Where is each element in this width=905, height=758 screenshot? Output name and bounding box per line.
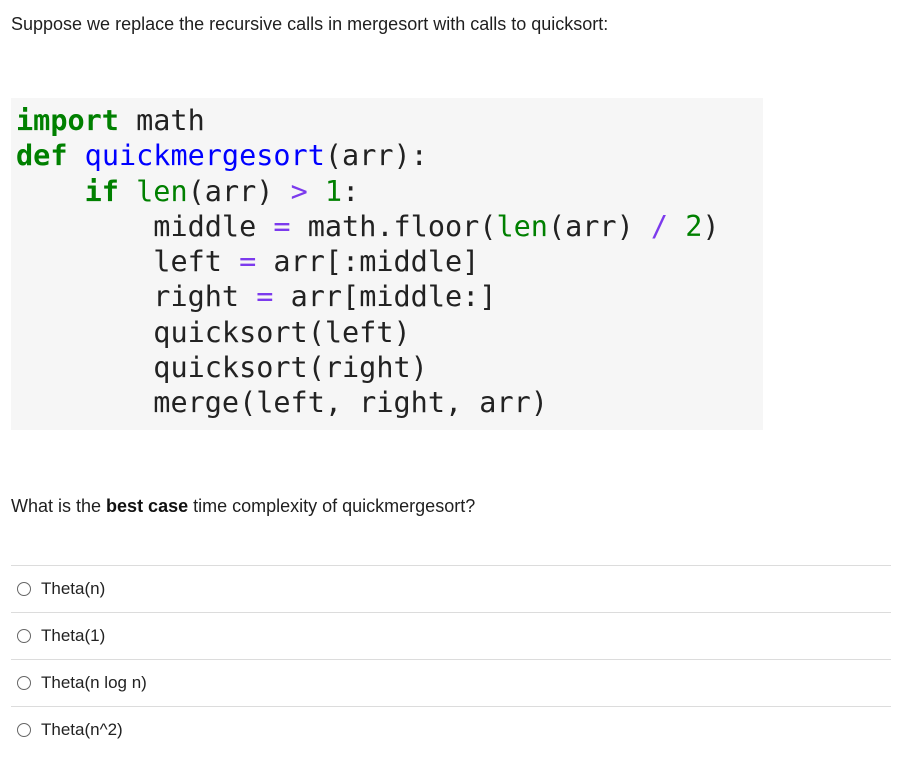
answer-label: Theta(n^2) xyxy=(41,720,123,739)
answer-option[interactable]: Theta(1) xyxy=(11,613,891,660)
code-merge-call: merge(left, right, arr) xyxy=(153,386,548,420)
code-function-name: quickmergesort xyxy=(84,139,325,173)
code-import-module: math xyxy=(118,104,205,137)
radio-button[interactable] xyxy=(17,629,31,643)
answer-label: Theta(n log n) xyxy=(41,673,147,692)
code-right-rhs: arr[middle:] xyxy=(273,280,497,314)
question-emphasis: best case xyxy=(106,496,189,516)
code-close-paren: ) xyxy=(702,209,720,243)
question-after: time complexity of quickmergesort? xyxy=(188,496,476,516)
code-builtin-len: len xyxy=(136,174,188,208)
question-intro: Suppose we replace the recursive calls i… xyxy=(11,14,609,34)
code-if-arg: (arr) xyxy=(187,174,291,208)
code-right-var: right xyxy=(153,280,257,314)
code-quicksort-right: quicksort(right) xyxy=(153,351,428,385)
code-left-var: left xyxy=(153,245,240,279)
answer-option[interactable]: Theta(n^2) xyxy=(11,707,891,753)
code-number-two: 2 xyxy=(685,209,703,243)
code-operator-eq-2: = xyxy=(239,245,257,279)
code-block: import math def quickmergesort(arr): if … xyxy=(11,98,763,430)
code-middle-var: middle xyxy=(153,209,274,243)
answer-option[interactable]: Theta(n log n) xyxy=(11,660,891,707)
answer-list: Theta(n) Theta(1) Theta(n log n) Theta(n… xyxy=(11,565,891,753)
code-operator-eq-3: = xyxy=(256,280,274,314)
code-def-args: (arr): xyxy=(324,139,428,173)
code-builtin-len-2: len xyxy=(496,209,548,243)
code-listing: import math def quickmergesort(arr): if … xyxy=(16,103,720,421)
code-arr-part: (arr) xyxy=(547,209,651,243)
code-keyword-import: import xyxy=(16,104,119,137)
code-keyword-if: if xyxy=(84,174,119,208)
question-before: What is the xyxy=(11,496,107,516)
code-left-rhs: arr[:middle] xyxy=(256,245,480,279)
answer-label: Theta(1) xyxy=(41,626,106,645)
question-text: What is the best case time complexity of… xyxy=(11,495,475,517)
code-quicksort-left: quicksort(left) xyxy=(153,315,411,349)
answer-option[interactable]: Theta(n) xyxy=(11,566,891,613)
answer-label: Theta(n) xyxy=(41,579,106,598)
code-operator-gt: > xyxy=(290,174,308,208)
code-operator-div: / xyxy=(650,209,669,243)
code-colon: : xyxy=(342,174,360,208)
code-keyword-def: def xyxy=(16,139,68,173)
code-math-floor: math.floor( xyxy=(290,209,497,243)
code-operator-eq: = xyxy=(273,209,291,243)
radio-button[interactable] xyxy=(17,676,31,690)
code-number-one: 1 xyxy=(324,174,343,208)
radio-button[interactable] xyxy=(17,723,31,737)
radio-button[interactable] xyxy=(17,582,31,596)
